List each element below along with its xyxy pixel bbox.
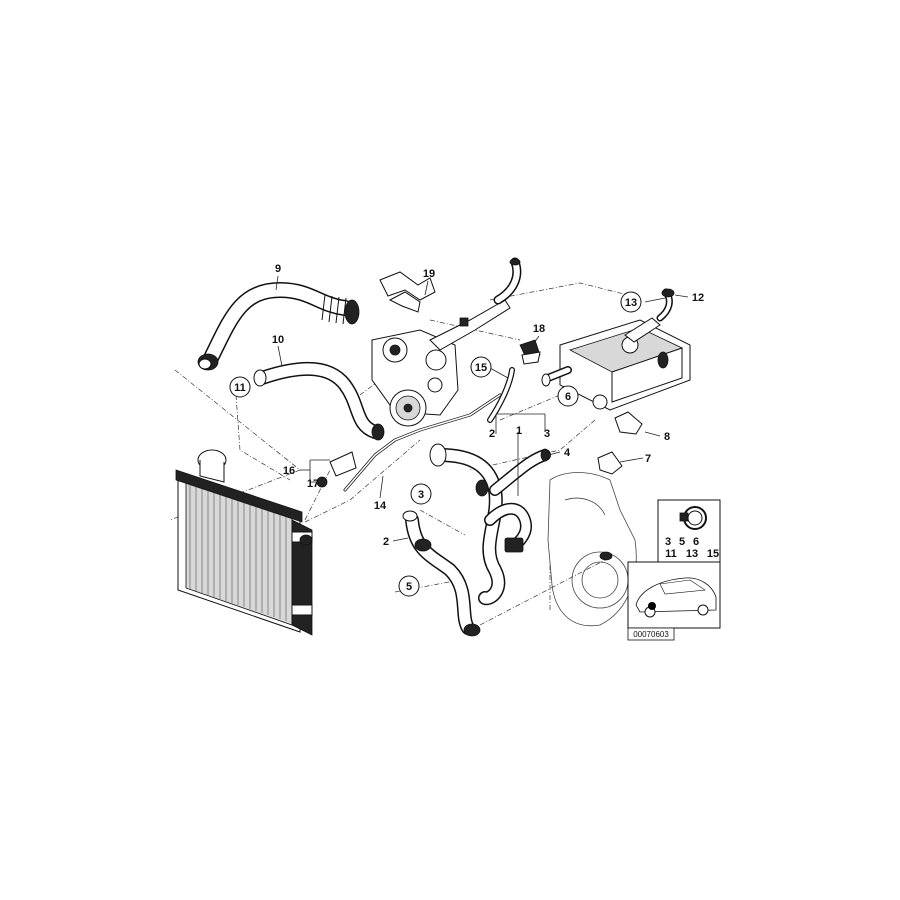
callout-17: 17 [307,478,319,490]
radiator [175,449,313,636]
inset-num-11: 11 [665,548,677,560]
callout-6: 6 [565,391,571,403]
upper-radiator-hose [197,282,360,371]
inset-num-6: 6 [693,536,699,548]
inset-clamp-numbers: 3 5 6 11 13 15 [665,536,719,560]
callout-11: 11 [234,382,246,394]
leader-lines [275,275,689,542]
inset-num-15: 15 [707,548,719,560]
thermostat-housing [371,257,522,427]
vehicle-location-inset [627,561,721,629]
clamp-inset-panel [657,499,721,563]
callout-9: 9 [275,263,281,275]
callout-4: 4 [564,447,571,459]
callout-15: 15 [475,362,487,374]
callout-10: 10 [272,334,284,346]
callout-14: 14 [374,500,387,512]
callout-3-upper: 3 [544,428,550,440]
inset-num-3: 3 [665,536,671,548]
hose-15 [487,367,515,423]
small-clips [316,339,643,488]
callout-3-lower: 3 [418,489,424,501]
reference-number: 00070603 [633,630,669,639]
bypass-hose [429,443,551,606]
callout-19: 19 [423,268,435,280]
lower-hose [402,510,481,637]
callout-16: 16 [283,465,295,477]
inset-num-13: 13 [686,548,698,560]
coolant-distributor [541,288,691,411]
callout-2-upper: 2 [489,428,495,440]
callout-5: 5 [406,581,412,593]
callout-13: 13 [625,297,637,309]
callout-2-lower: 2 [383,536,389,548]
reference-box [627,627,675,641]
callout-18: 18 [533,323,545,335]
bleed-pipe [343,393,502,492]
engine-housing-outline [547,472,637,627]
callout-7: 7 [645,453,651,465]
callout-circles [229,291,642,597]
location-marker-icon [648,602,656,610]
callout-1: 1 [516,425,522,437]
callout-labels: 9 10 11 19 18 13 12 15 6 1 2 3 4 8 7 16 … [234,263,704,593]
callout-8: 8 [664,431,670,443]
callout-12: 12 [692,292,704,304]
thermostat-hose [253,362,385,441]
inset-num-5: 5 [679,536,685,548]
clamp-19 [379,271,436,313]
